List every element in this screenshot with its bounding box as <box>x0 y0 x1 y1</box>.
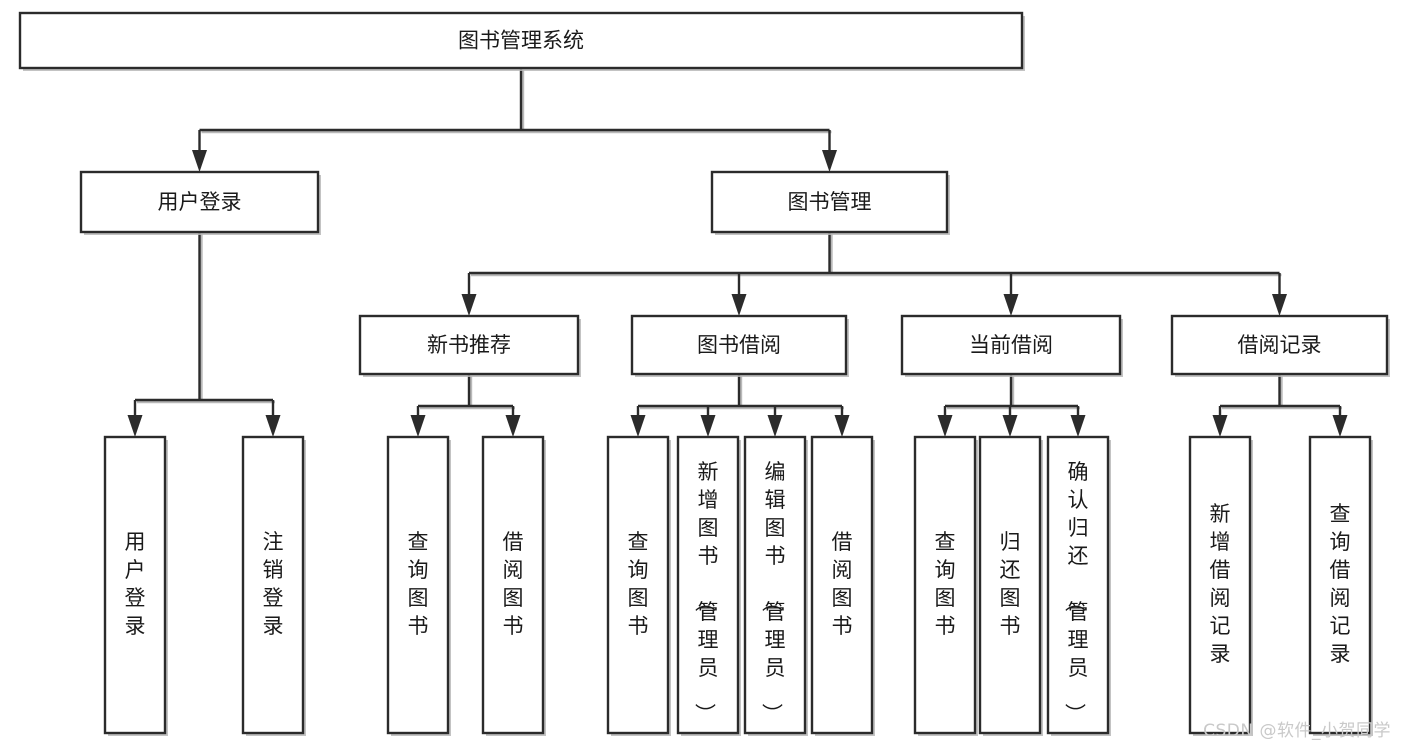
node-label: 新增借阅记录 <box>1210 502 1231 666</box>
arrow-head-icon <box>265 415 281 437</box>
edges-layer <box>127 68 1348 437</box>
node-root[interactable]: 图书管理系统 <box>18 11 1025 71</box>
node-label: 当前借阅 <box>969 333 1053 357</box>
node-label: 新书推荐 <box>427 333 511 357</box>
arrow-head-icon <box>1272 294 1287 316</box>
arrow-head-icon <box>410 415 426 437</box>
arrow-head-icon <box>1003 294 1019 316</box>
node-l3-rec-query[interactable]: 查询图书 <box>386 435 451 736</box>
arrow-head-icon <box>505 415 521 437</box>
node-l3-logout[interactable]: 注销登录 <box>241 435 306 736</box>
node-label: 注销登录 <box>263 530 284 638</box>
node-label: 查询图书 <box>628 530 649 638</box>
arrow-head-icon <box>1070 415 1086 437</box>
node-label: 借阅图书 <box>832 530 853 638</box>
node-label: 借阅记录 <box>1238 333 1322 357</box>
node-l3-br-add[interactable]: 新增借阅记录 <box>1188 435 1253 736</box>
node-l2-book-borrow[interactable]: 图书借阅 <box>630 314 849 377</box>
arrow-head-icon <box>767 415 783 437</box>
connector-group <box>461 232 1287 316</box>
node-l3-cb-query[interactable]: 查询图书 <box>913 435 978 736</box>
connector-group <box>1212 374 1348 437</box>
node-label: 查询图书 <box>935 530 956 638</box>
node-label: 查询借阅记录 <box>1330 502 1351 666</box>
arrow-head-icon <box>937 415 953 437</box>
node-label: 图书管理 <box>788 190 872 214</box>
watermark-text: CSDN @软件_小贺同学 <box>1203 721 1391 741</box>
node-l2-current-borrow[interactable]: 当前借阅 <box>900 314 1123 377</box>
connector-group <box>127 232 281 437</box>
node-l3-user-login[interactable]: 用户登录 <box>103 435 168 736</box>
arrow-head-icon <box>630 415 646 437</box>
arrow-head-icon <box>834 415 850 437</box>
node-label: 用户登录 <box>158 190 242 214</box>
node-l3-bb-add[interactable]: 新增图书（管理员） <box>676 435 741 736</box>
node-l2-borrow-record[interactable]: 借阅记录 <box>1170 314 1390 377</box>
connector-group <box>410 374 521 437</box>
connector-group <box>937 374 1086 437</box>
connector-group <box>192 68 837 172</box>
arrow-head-icon <box>1212 415 1228 437</box>
node-label: 图书管理系统 <box>458 29 584 53</box>
node-label: 新增图书（管理员） <box>693 460 719 724</box>
arrow-head-icon <box>461 294 477 316</box>
node-l1-book-manage[interactable]: 图书管理 <box>710 170 950 235</box>
node-label: 查询图书 <box>408 530 429 638</box>
node-label: 确认归还（管理员） <box>1063 460 1089 724</box>
node-l3-bb-edit[interactable]: 编辑图书（管理员） <box>743 435 808 736</box>
node-l3-cb-confirm[interactable]: 确认归还（管理员） <box>1046 435 1111 736</box>
arrow-head-icon <box>1332 415 1348 437</box>
node-l3-cb-return[interactable]: 归还图书 <box>978 435 1043 736</box>
arrow-head-icon <box>822 150 837 172</box>
arrow-head-icon <box>192 150 207 172</box>
arrow-head-icon <box>700 415 716 437</box>
node-label: 用户登录 <box>125 530 146 638</box>
node-l2-new-book-rec[interactable]: 新书推荐 <box>358 314 581 377</box>
node-label: 借阅图书 <box>503 530 524 638</box>
node-l3-bb-query[interactable]: 查询图书 <box>606 435 671 736</box>
node-l3-br-query[interactable]: 查询借阅记录 <box>1308 435 1373 736</box>
nodes-layer: 图书管理系统用户登录图书管理新书推荐图书借阅当前借阅借阅记录用户登录注销登录查询… <box>18 11 1390 736</box>
node-l1-user-login[interactable]: 用户登录 <box>79 170 321 235</box>
arrow-head-icon <box>127 415 143 437</box>
node-l3-bb-borrow[interactable]: 借阅图书 <box>810 435 875 736</box>
arrow-head-icon <box>731 294 747 316</box>
node-label: 编辑图书（管理员） <box>760 460 786 724</box>
node-label: 归还图书 <box>1000 530 1021 638</box>
node-label: 图书借阅 <box>697 333 781 357</box>
node-l3-rec-borrow[interactable]: 借阅图书 <box>481 435 546 736</box>
connector-group <box>630 374 850 437</box>
arrow-head-icon <box>1002 415 1018 437</box>
